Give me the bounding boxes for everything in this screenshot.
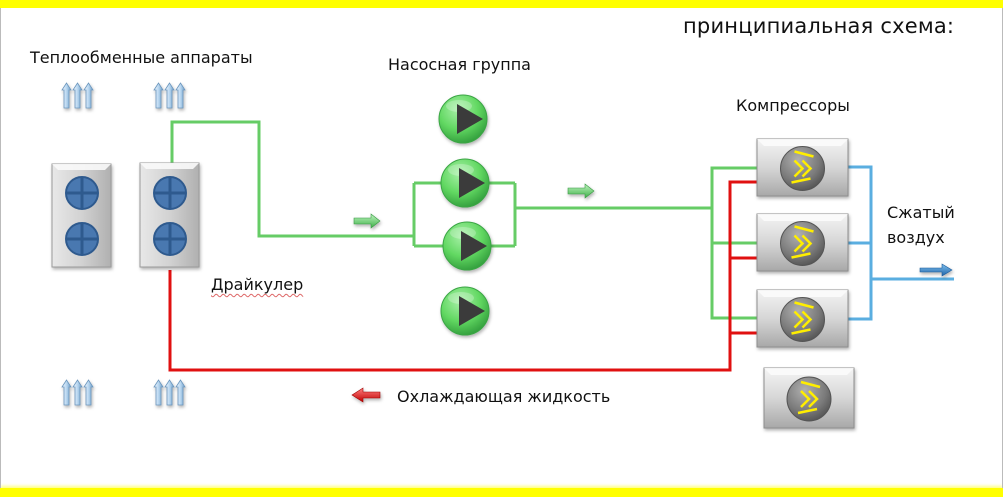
pump-1[interactable] [438,94,488,144]
supply-pipes [170,120,757,320]
compressor-2[interactable] [756,213,849,272]
play-triangle-icon [457,104,483,134]
compressor-symbol-icon [786,376,832,422]
flow-arrow-supply-right-2 [567,183,595,199]
up-arrow-icon [83,82,94,109]
up-arrow-icon [72,82,83,109]
compressor-symbol-icon [780,297,825,342]
coolant-label: Охлаждающая жидкость [397,387,611,406]
fan-icon [153,176,187,210]
left-border [0,8,1,488]
heat-exchanger-1[interactable] [51,163,112,268]
up-arrow-icon [153,379,164,406]
airflow-arrows [61,82,186,406]
flow-arrow-supply-right-1 [353,213,381,229]
pump-2[interactable] [440,158,490,208]
airflow-up-arrows-icon [153,82,186,109]
compressor-4[interactable] [763,367,855,429]
play-triangle-icon [461,231,487,261]
return-pipe-to-drycooler [168,180,757,372]
flow-arrow-air-right [919,263,953,277]
return-pipes [168,180,757,372]
supply-pipe-drycooler-to-pumps [170,120,414,238]
top-frame-bar [0,0,1003,8]
diagram-title: принципиальная схема: [683,14,955,38]
compressor-symbol-icon [780,221,825,266]
up-arrow-icon [61,82,72,109]
air-pipes [848,165,954,321]
bottom-frame-bar [0,488,1003,497]
pump-3[interactable] [442,221,492,271]
fan-icon [65,222,99,256]
heat-exchanger-2-drycooler[interactable] [139,162,200,268]
up-arrow-icon [175,379,186,406]
compressed-air-label-line2: воздух [887,228,945,247]
airflow-up-arrows-icon [61,379,94,406]
airflow-up-arrows-icon [153,379,186,406]
compressor-1[interactable] [756,138,849,197]
pump-group [438,94,492,336]
pump-4[interactable] [440,286,490,336]
compressed-air-label-line1: Сжатый [887,203,955,222]
up-arrow-icon [175,82,186,109]
flow-arrow-coolant-left [351,387,381,403]
pump-group-label: Насосная группа [388,55,531,74]
up-arrow-icon [61,379,72,406]
compressor-symbol-icon [780,146,825,191]
up-arrow-icon [164,82,175,109]
compressed-air-label: Сжатый воздух [887,200,955,250]
compressor-3[interactable] [756,289,849,348]
play-triangle-icon [459,168,485,198]
up-arrow-icon [72,379,83,406]
fan-icon [153,222,187,256]
compressors-label: Компрессоры [736,96,850,115]
up-arrow-icon [83,379,94,406]
drycooler-label: Драйкулер [211,275,304,294]
up-arrow-icon [164,379,175,406]
heat-exchangers-label: Теплообменные аппараты [30,48,253,67]
up-arrow-icon [153,82,164,109]
compressor-group [756,138,855,429]
play-triangle-icon [459,296,485,326]
airflow-up-arrows-icon [61,82,94,109]
fan-icon [65,176,99,210]
